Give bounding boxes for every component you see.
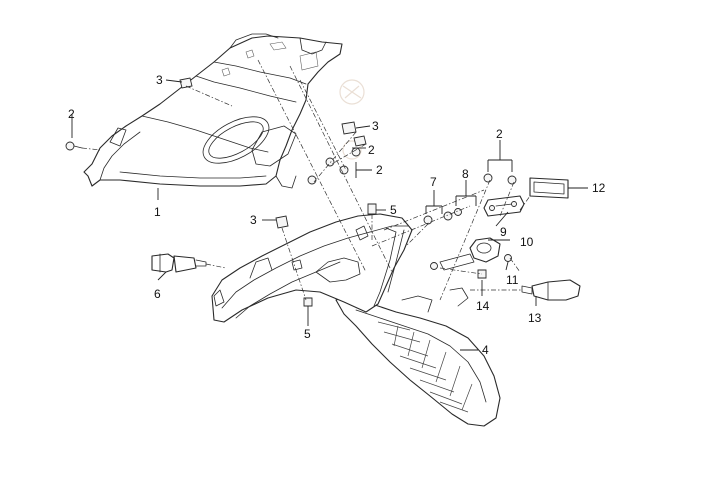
part-12-reflector[interactable] xyxy=(529,177,569,199)
callout-labels: 1 2 2 2 2 3 3 3 4 5 5 6 7 8 9 10 11 12 1… xyxy=(68,73,606,357)
callout-9: 9 xyxy=(500,225,507,239)
rear-frame-bracket[interactable] xyxy=(211,213,413,323)
part-4-rear-fender[interactable] xyxy=(335,287,501,427)
callout-14: 14 xyxy=(476,299,490,313)
callout-5: 5 xyxy=(390,203,397,217)
callout-2: 2 xyxy=(496,127,503,141)
fasteners xyxy=(65,77,517,307)
part-10-plate-light[interactable] xyxy=(439,237,501,271)
assembly-lines xyxy=(81,59,531,301)
watermark xyxy=(339,79,365,160)
callout-4: 4 xyxy=(482,343,489,357)
part-13-right-indicator[interactable] xyxy=(521,279,581,301)
part-6-left-indicator[interactable] xyxy=(151,253,207,273)
callout-3: 3 xyxy=(372,119,379,133)
callout-2: 2 xyxy=(376,163,383,177)
callout-2: 2 xyxy=(368,143,375,157)
callout-11: 11 xyxy=(506,273,519,287)
callout-1: 1 xyxy=(154,205,161,219)
callout-10: 10 xyxy=(520,235,534,249)
callout-8: 8 xyxy=(462,167,469,181)
callout-13: 13 xyxy=(528,311,542,325)
callout-2: 2 xyxy=(68,107,75,121)
leader-lines xyxy=(71,79,588,351)
callout-3: 3 xyxy=(250,213,257,227)
callout-3: 3 xyxy=(156,73,163,87)
callout-7: 7 xyxy=(430,175,437,189)
callout-5: 5 xyxy=(304,327,311,341)
callout-12: 12 xyxy=(592,181,606,195)
callout-6: 6 xyxy=(154,287,161,301)
part-1-undertray[interactable] xyxy=(83,33,343,189)
